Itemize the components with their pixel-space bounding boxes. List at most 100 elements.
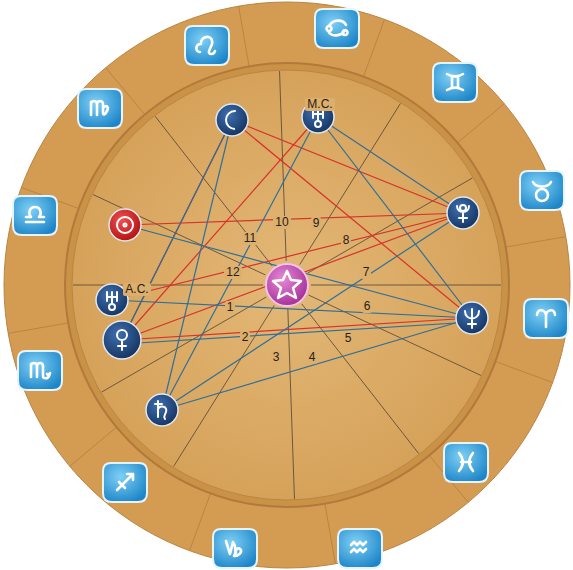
ring-divider (363, 19, 384, 76)
house-cusp (280, 71, 287, 261)
sign-glyph (327, 21, 348, 36)
ring-divider (8, 323, 68, 333)
planet-disc (146, 394, 178, 426)
planet-circle (103, 321, 141, 359)
house-cusp (311, 285, 501, 286)
ring-divider (457, 104, 504, 143)
zodiac-sign (185, 26, 229, 65)
ring-divider (325, 504, 335, 564)
aspect-line (232, 120, 472, 318)
house-number: 11 (242, 232, 258, 245)
house-number: 4 (307, 351, 318, 364)
sign-tile (520, 171, 564, 210)
aspect-line (122, 117, 318, 340)
zodiac-sign (520, 171, 564, 210)
zodiac-sign (13, 196, 57, 235)
planet-glyph (226, 111, 235, 129)
planet-circle (456, 302, 488, 334)
sign-glyph (459, 453, 473, 471)
planet-circle (146, 394, 178, 426)
planet-glyph (457, 205, 469, 222)
house-cusp (102, 297, 267, 392)
zodiac-sign (524, 299, 568, 338)
aspect-line (232, 120, 463, 213)
ring-divider (189, 493, 210, 550)
house-number: 9 (311, 217, 322, 230)
house-cusp (308, 178, 473, 273)
aspect-line (122, 213, 463, 340)
aspect-line (122, 322, 472, 344)
sign-tile (433, 63, 477, 102)
zodiac-sign (213, 529, 257, 568)
ring-divider (506, 237, 566, 247)
sign-tile (315, 9, 359, 48)
planet-disc (216, 104, 248, 136)
angle-label: M.C. (305, 98, 334, 111)
aspect-line (162, 120, 232, 410)
house-number: 7 (361, 266, 372, 279)
ring-divider (70, 427, 117, 466)
house-number: 1 (225, 301, 236, 314)
planet-disc (456, 302, 488, 334)
sign-glyph (447, 74, 463, 90)
house-number: 8 (341, 234, 352, 247)
house-number: 12 (224, 266, 241, 279)
center-star (266, 264, 308, 306)
planet-glyph (107, 292, 117, 310)
house-cusp (174, 305, 275, 466)
planet-circle (109, 209, 141, 241)
planet-glyph (313, 109, 323, 127)
planet-glyph (155, 401, 166, 419)
aspect-line (318, 117, 463, 213)
house-number: 5 (343, 332, 354, 345)
sign-glyph (537, 310, 555, 327)
planet-circle (216, 104, 248, 136)
zodiac-sign (433, 63, 477, 102)
sign-tile (18, 351, 62, 390)
aspect-line (162, 117, 318, 410)
sign-glyph (31, 363, 50, 378)
sign-tile (103, 463, 147, 502)
house-cusp (73, 285, 263, 286)
house-number: 6 (362, 300, 373, 313)
zodiac-sign (103, 463, 147, 502)
sign-glyph (26, 207, 44, 222)
planet-glyph (117, 217, 133, 233)
planet-glyph (117, 330, 127, 350)
ring-divider (495, 361, 552, 382)
zodiac-sign (18, 351, 62, 390)
aspect-line (125, 213, 463, 225)
sign-glyph (351, 542, 366, 552)
planet-disc (109, 209, 141, 241)
ring-divider (239, 6, 249, 66)
aspect-line (162, 213, 463, 410)
planet-glyph (465, 309, 479, 328)
sign-tile (338, 529, 382, 568)
zodiac-sign (315, 9, 359, 48)
zodiac-sign (338, 529, 382, 568)
house-cusp (309, 295, 481, 375)
planet-disc (103, 321, 141, 359)
sign-glyph (117, 474, 133, 490)
planet-circle (447, 197, 479, 229)
sign-tile (444, 443, 488, 482)
sign-glyph (91, 101, 108, 115)
zodiac-sign (78, 89, 122, 128)
house-number: 10 (273, 216, 290, 229)
house-cusp (288, 309, 295, 499)
planet-disc (447, 197, 479, 229)
sign-glyph (226, 541, 241, 556)
aspect-line (125, 225, 472, 318)
sign-tile (13, 196, 57, 235)
sign-glyph (533, 182, 551, 201)
sign-tile (524, 299, 568, 338)
sign-tile (78, 89, 122, 128)
house-number: 2 (240, 331, 251, 344)
sign-tile (185, 26, 229, 65)
angle-label: A.C. (123, 283, 150, 296)
house-number: 3 (271, 351, 282, 364)
sign-glyph (196, 37, 215, 54)
sign-tile (213, 529, 257, 568)
